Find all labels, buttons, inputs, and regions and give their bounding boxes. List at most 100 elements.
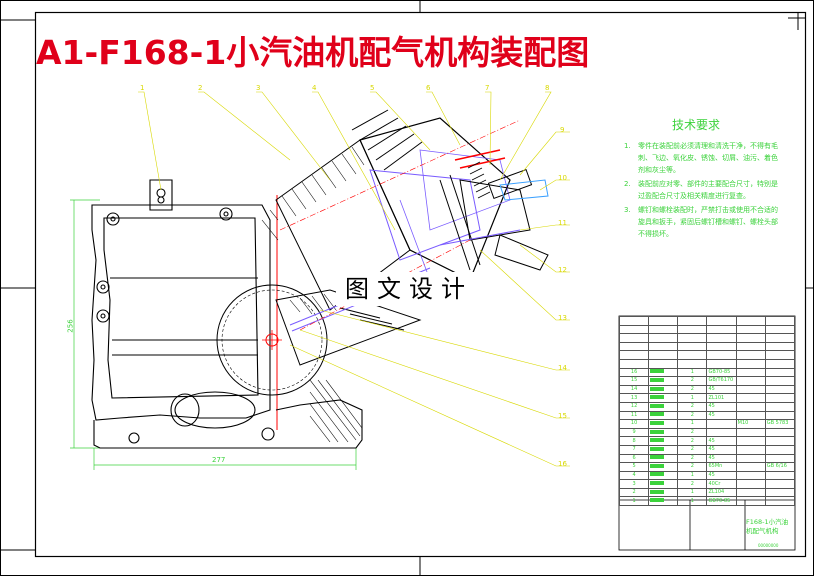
requirement-number: 2. [624,180,631,188]
bom-item-number: 13 [618,393,650,403]
bom-part-code-mark [650,377,665,382]
bom-part-code [648,367,679,378]
dimension-height: 256 [66,319,75,333]
bom-part-code [648,419,679,429]
valve-springs [467,161,491,199]
bom-quantity: 2 [677,376,708,386]
bom-item-number: 11 [618,410,650,421]
bom-item-number: 3 [618,479,650,489]
callout-10: 10 [558,174,567,182]
callout-14: 14 [558,364,567,372]
bom-part-code [648,479,679,489]
requirement-number: 3. [624,206,631,214]
bom-part-code-mark [650,472,665,477]
bom-part-code [648,436,679,446]
bom-part-code-mark [650,455,665,460]
bom-standard [735,444,766,455]
bom-part-code [648,444,679,455]
bom-item-number: 10 [618,419,650,429]
bom-part-code-mark [650,412,665,417]
tech-requirements-heading: 技术要求 [672,118,721,132]
bom-standard [735,384,766,395]
bom-quantity: 1 [677,487,708,498]
callout-16: 16 [558,460,567,468]
bom-blank-row [618,333,796,343]
bom-remark [764,444,796,455]
bom-standard [735,453,766,464]
bom-part-code [648,470,679,481]
cooling-fins [339,109,423,331]
callout-9: 9 [560,126,565,134]
bom-blank-row [618,350,796,360]
bom-material: GB/T6170 [706,376,737,386]
bom-item-number: 14 [618,384,650,395]
bom-part-code-mark [650,446,665,451]
bom-standard [735,427,766,438]
bom-remark [764,427,796,438]
bom-standard [735,436,766,446]
callout-4: 4 [312,84,317,92]
bom-part-code [648,410,679,421]
bom-part-code-mark [650,429,665,434]
bom-part-code [648,384,679,395]
callout-3: 3 [256,84,261,92]
bom-material: ZL101 [706,393,737,403]
bom-part-code-mark [650,481,665,486]
bom-part-code [648,401,679,412]
bom-standard [735,496,766,507]
bom-remark [764,496,796,507]
bom-item-number: 6 [618,453,650,464]
callout-13: 13 [558,314,567,322]
callout-7: 7 [485,84,490,92]
bom-material: 45 [706,453,737,464]
callout-8: 8 [545,84,550,92]
bom-quantity: 2 [677,453,708,464]
bom-item-number: 5 [618,462,650,472]
drawing-title: A1-F168-1小汽油机配气机构装配图 [36,33,590,72]
bom-standard: M10 [735,419,766,429]
requirement-text: 零件在装配前必须清理和清洗干净，不得有毛刺、飞边、氧化皮、锈蚀、切屑、油污、着色… [638,142,778,174]
bom-item-number: 2 [618,487,650,498]
bom-quantity: 1 [677,393,708,403]
bom-item-number: 9 [618,427,650,438]
bom-part-code-mark [650,395,665,400]
bom-part-code [648,376,679,386]
bom-material: 45 [706,410,737,421]
bom-part-code-mark [650,369,665,374]
bom-standard [735,462,766,472]
bom-item-number: 12 [618,401,650,412]
bom-material: GB70-85 [706,367,737,378]
requirement-text: 装配前应对零、部件的主要配合尺寸，特别是过盈配合尺寸及相关精度进行复查。 [638,180,778,200]
bom-remark: GB 6/16 [764,462,796,472]
bom-part-code-mark [650,403,665,408]
bom-remark [764,401,796,412]
bom-material: 45 [706,444,737,455]
bom-part-code-mark [650,420,665,425]
bom-remark [764,453,796,464]
bom-standard [735,393,766,403]
bom-quantity: 1 [677,419,708,429]
bom-remark [764,436,796,446]
bom-blank-row [618,341,796,352]
bom-blank-row [618,358,796,369]
bom-quantity: 2 [677,410,708,421]
bom-quantity: 2 [677,479,708,489]
cylinder-housing [275,139,422,366]
bom-item-number: 4 [618,470,650,481]
inner-border [34,11,807,558]
bom-quantity: 2 [677,444,708,455]
bom-material: 40Cr [706,479,737,489]
